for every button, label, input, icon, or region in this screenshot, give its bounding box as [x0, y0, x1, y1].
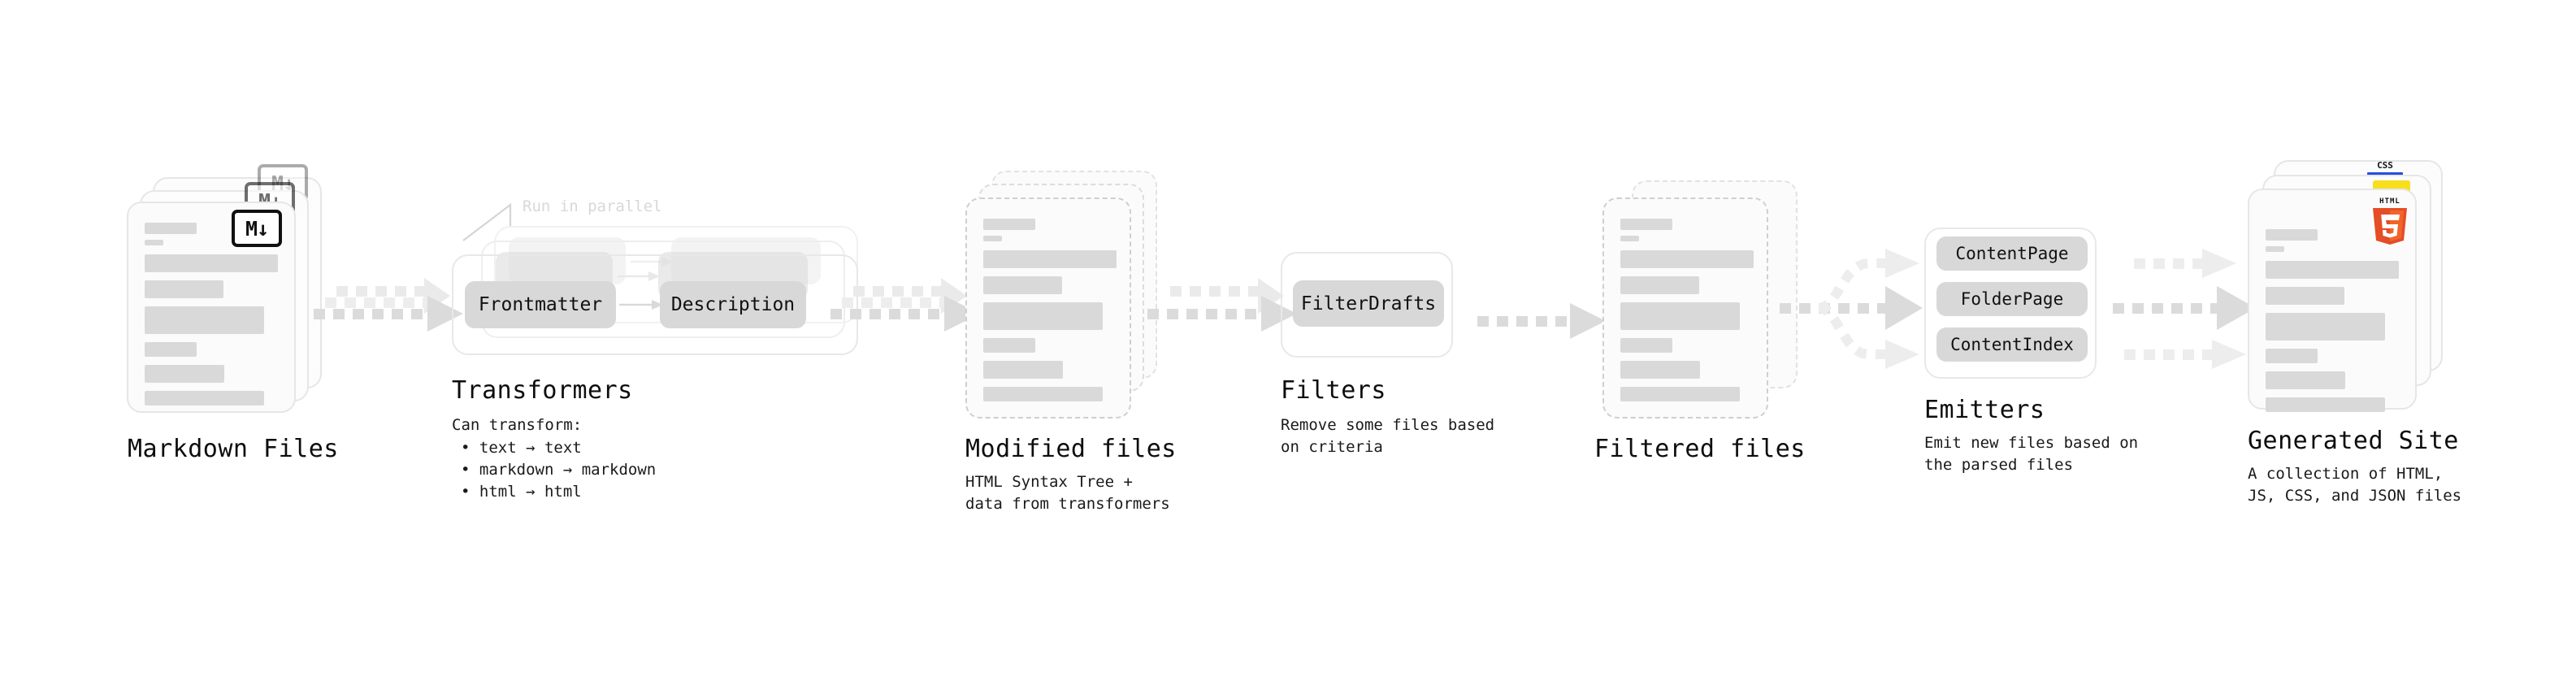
doc-line [2266, 287, 2344, 305]
doc-line [2266, 313, 2385, 340]
doc-line [983, 338, 1035, 353]
site-card-front [2248, 189, 2417, 412]
emitter-node-contentpage-label: ContentPage [1955, 244, 2069, 263]
transformer-bullet-0: • text → text [461, 439, 582, 457]
emitter-node-folderpage-label: FolderPage [1960, 289, 2064, 309]
transformer-bullet-2: • html → html [461, 483, 582, 501]
doc-line [2266, 349, 2318, 363]
transformer-bullet-1: • markdown → markdown [461, 461, 657, 479]
doc-line [145, 365, 224, 383]
transformer-arrow-front [619, 300, 663, 310]
stage-title-modified-files: Modified files [965, 435, 1177, 463]
doc-line [983, 387, 1103, 401]
stage-subtitle-emitters: Emit new files based on the parsed files [1924, 434, 2139, 474]
modified-card-front [965, 197, 1131, 419]
run-in-parallel-label: Run in parallel [523, 197, 662, 215]
filter-node-filterdrafts[interactable]: FilterDrafts [1293, 280, 1444, 327]
transformer-node-description[interactable]: Description [660, 281, 806, 328]
stage-title-transformers: Transformers [452, 376, 633, 405]
doc-line [983, 276, 1062, 294]
html5-badge: HTML [2373, 197, 2407, 245]
stage-title-filters: Filters [1281, 376, 1386, 405]
markdown-badge-front: M↓ [232, 210, 282, 247]
transformer-layer-front [452, 254, 858, 355]
doc-line [145, 280, 223, 298]
connector-filters-to-filtered [1477, 303, 1606, 339]
stage-subtitle-filters: Remove some files based on criteria [1281, 416, 1495, 456]
transformer-node-frontmatter-label: Frontmatter [478, 294, 603, 315]
transformer-arrow-middle [618, 271, 660, 281]
doc-line [2266, 397, 2385, 412]
emitter-node-folderpage[interactable]: FolderPage [1936, 282, 2088, 316]
stage-subtitle-generated-site: A collection of HTML, JS, CSS, and JSON … [2248, 465, 2462, 505]
filters-box [1281, 252, 1453, 358]
connector-modified-to-filters [1147, 278, 1297, 332]
emitter-node-contentindex[interactable]: ContentIndex [1936, 327, 2088, 362]
transformer-node-frontmatter[interactable]: Frontmatter [465, 281, 616, 328]
emitter-node-contentpage[interactable]: ContentPage [1936, 236, 2088, 271]
doc-line [983, 250, 1117, 268]
doc-line [1620, 250, 1754, 268]
stage-title-markdown-files: Markdown Files [128, 435, 339, 463]
connector-emitters-to-site [2113, 249, 2256, 369]
doc-line [1620, 338, 1672, 353]
doc-line [2266, 371, 2345, 389]
css-badge-text: CSS [2377, 160, 2393, 171]
doc-line [1620, 219, 1672, 230]
stage-title-generated-site: Generated Site [2248, 427, 2459, 455]
markdown-card-front [127, 202, 296, 413]
doc-line [1620, 387, 1740, 401]
doc-line [145, 223, 197, 234]
svg-text:HTML: HTML [2379, 197, 2400, 206]
doc-line [1620, 236, 1639, 241]
stage-subtitle-transformers: Can transform: [452, 416, 583, 434]
stage-title-emitters: Emitters [1924, 396, 2045, 424]
doc-line [983, 219, 1035, 230]
filtered-card-front [1602, 197, 1768, 419]
filter-node-filterdrafts-label: FilterDrafts [1300, 293, 1437, 314]
doc-line [145, 306, 264, 334]
doc-line [1620, 276, 1699, 294]
doc-line [145, 240, 163, 245]
stage-subtitle-modified-files: HTML Syntax Tree + data from transformer… [965, 473, 1170, 513]
run-in-parallel-leader [462, 202, 512, 241]
doc-line [2266, 246, 2284, 252]
doc-line [2266, 229, 2318, 241]
doc-line [145, 342, 197, 357]
connector-md-to-transformers [314, 278, 463, 332]
doc-line [2266, 261, 2399, 279]
stage-title-filtered-files: Filtered files [1594, 435, 1806, 463]
doc-line [145, 254, 278, 272]
doc-line [1620, 302, 1740, 330]
emitters-box [1924, 228, 2097, 379]
transformer-node-description-label: Description [670, 294, 796, 315]
emitter-node-contentindex-label: ContentIndex [1950, 335, 2074, 354]
doc-line [983, 361, 1063, 379]
doc-line [983, 236, 1002, 241]
doc-line [983, 302, 1103, 330]
connector-transformers-to-modified [830, 278, 980, 332]
doc-line [145, 391, 264, 406]
connector-filtered-to-emitters [1780, 249, 1923, 369]
doc-line [1620, 361, 1700, 379]
